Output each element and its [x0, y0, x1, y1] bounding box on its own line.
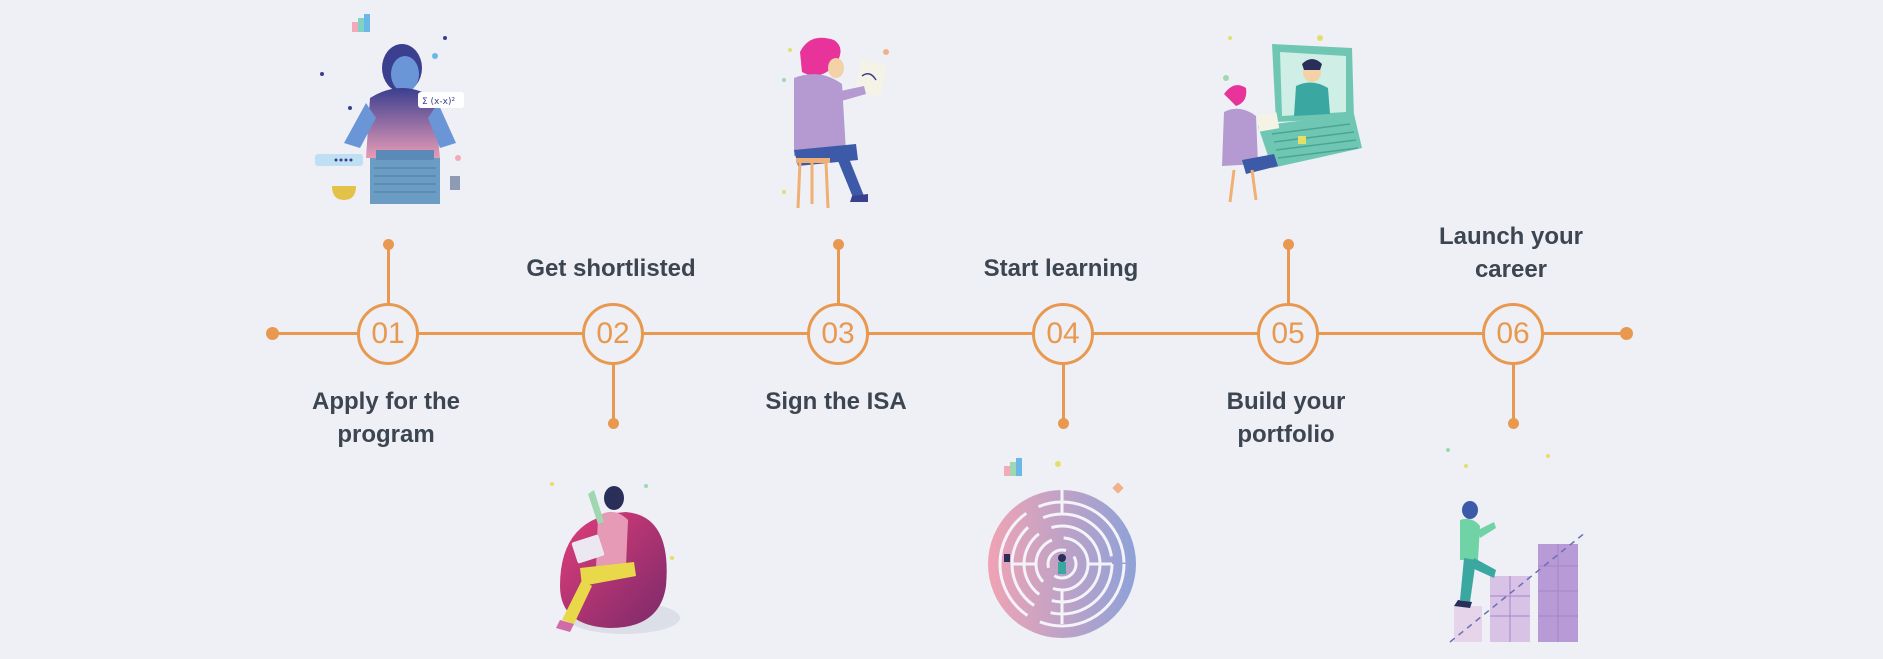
step-03-stem-dot: [833, 239, 844, 250]
person-typing-on-keyboard-illustration: Σ (x-x)²: [315, 14, 464, 204]
step-03-label-line-1: Sign the ISA: [765, 388, 907, 415]
step-02-circle: 02: [582, 303, 644, 365]
step-01-stem: [387, 245, 390, 305]
step-06-label-line-2: career: [1474, 256, 1548, 283]
step-01-label-line-1: Apply for the: [312, 388, 460, 415]
step-06-stem: [1512, 362, 1515, 422]
step-05-label: Build your portfolio: [1176, 385, 1396, 451]
step-03-label: Sign the ISA: [726, 385, 946, 418]
step-03-stem: [837, 245, 840, 305]
step-02-stem: [612, 362, 615, 422]
person-signing-document-illustration: [782, 37, 889, 209]
timeline-start-dot: [266, 327, 279, 340]
person-on-beanbag-illustration: [550, 482, 680, 634]
step-05-stem: [1287, 245, 1290, 305]
step-04-label: Start learning: [951, 252, 1171, 285]
step-01-label-line-2: program: [337, 421, 435, 448]
step-05-label-line-2: portfolio: [1237, 421, 1335, 448]
step-04-stem: [1062, 362, 1065, 422]
person-at-laptop-video-call-illustration: [1222, 35, 1362, 203]
step-05-circle: 05: [1257, 303, 1319, 365]
step-02-stem-dot: [608, 418, 619, 429]
step-01-circle: 01: [357, 303, 419, 365]
step-06-label: Launch your career: [1401, 220, 1621, 286]
step-04-label-line-1: Start learning: [983, 255, 1139, 282]
person-climbing-bar-steps-illustration: [1446, 448, 1587, 643]
circular-maze-illustration: [988, 458, 1136, 638]
step-02-label-line-1: Get shortlisted: [526, 255, 696, 282]
timeline-line: [270, 332, 1626, 335]
svg-text:Σ (x-x)²: Σ (x-x)²: [422, 97, 455, 107]
step-06-label-line-1: Launch your: [1438, 223, 1583, 250]
step-06-stem-dot: [1508, 418, 1519, 429]
step-05-stem-dot: [1283, 239, 1294, 250]
step-02-label: Get shortlisted: [501, 252, 721, 285]
step-06-circle: 06: [1482, 303, 1544, 365]
step-05-label-line-1: Build your: [1226, 388, 1346, 415]
timeline-end-dot: [1620, 327, 1633, 340]
step-04-stem-dot: [1058, 418, 1069, 429]
step-03-circle: 03: [807, 303, 869, 365]
step-01-stem-dot: [383, 239, 394, 250]
step-04-circle: 04: [1032, 303, 1094, 365]
step-01-label: Apply for the program: [276, 385, 496, 451]
